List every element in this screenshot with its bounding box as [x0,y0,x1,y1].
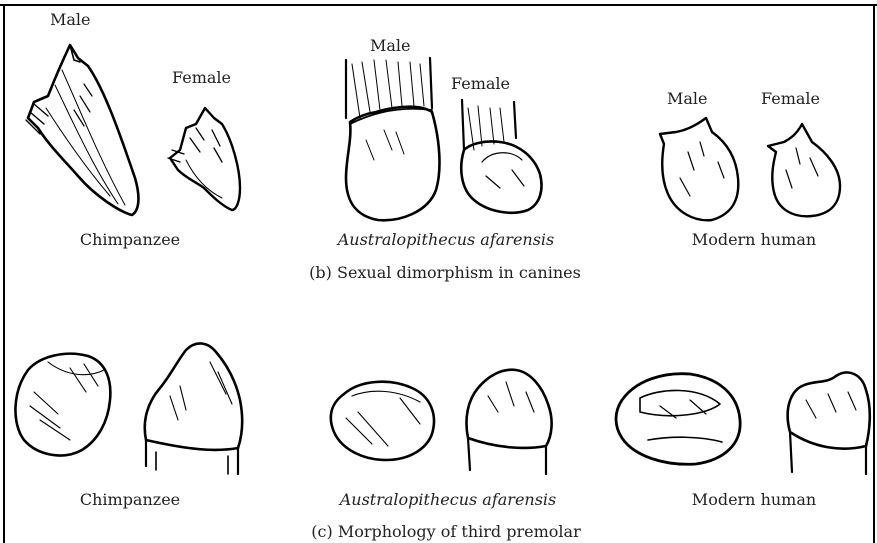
chimpanzee-male-label: Male [50,10,91,29]
chimpanzee-premolar-occlusal [15,354,110,456]
chimpanzee-female-canine [168,108,240,210]
australopithecus-premolar-label: Australopithecus afarensis [340,490,557,509]
australopithecus-species-label: Australopithecus afarensis [338,230,555,249]
human-premolar-label: Modern human [692,490,816,509]
human-female-canine [768,124,840,216]
australopithecus-premolar-lateral [466,370,551,474]
australopithecus-female-canine [461,100,541,213]
chimpanzee-premolar-lateral [145,343,242,474]
human-premolar-occlusal [616,374,740,465]
human-male-canine [660,118,738,220]
human-male-label: Male [667,89,708,108]
panel-c-caption: (c) Morphology of third premolar [311,522,580,541]
chimpanzee-premolar-label: Chimpanzee [80,490,180,509]
chimpanzee-female-label: Female [172,68,231,87]
chimpanzee-species-label: Chimpanzee [80,230,180,249]
australopithecus-male-label: Male [370,36,411,55]
chimpanzee-male-canine [26,45,138,215]
australopithecus-premolar-occlusal [331,382,434,460]
human-female-label: Female [761,89,820,108]
panel-b-caption: (b) Sexual dimorphism in canines [309,263,581,282]
human-premolar-lateral [788,372,870,474]
australopithecus-male-canine [346,58,439,220]
australopithecus-female-label: Female [451,74,510,93]
human-species-label: Modern human [692,230,816,249]
